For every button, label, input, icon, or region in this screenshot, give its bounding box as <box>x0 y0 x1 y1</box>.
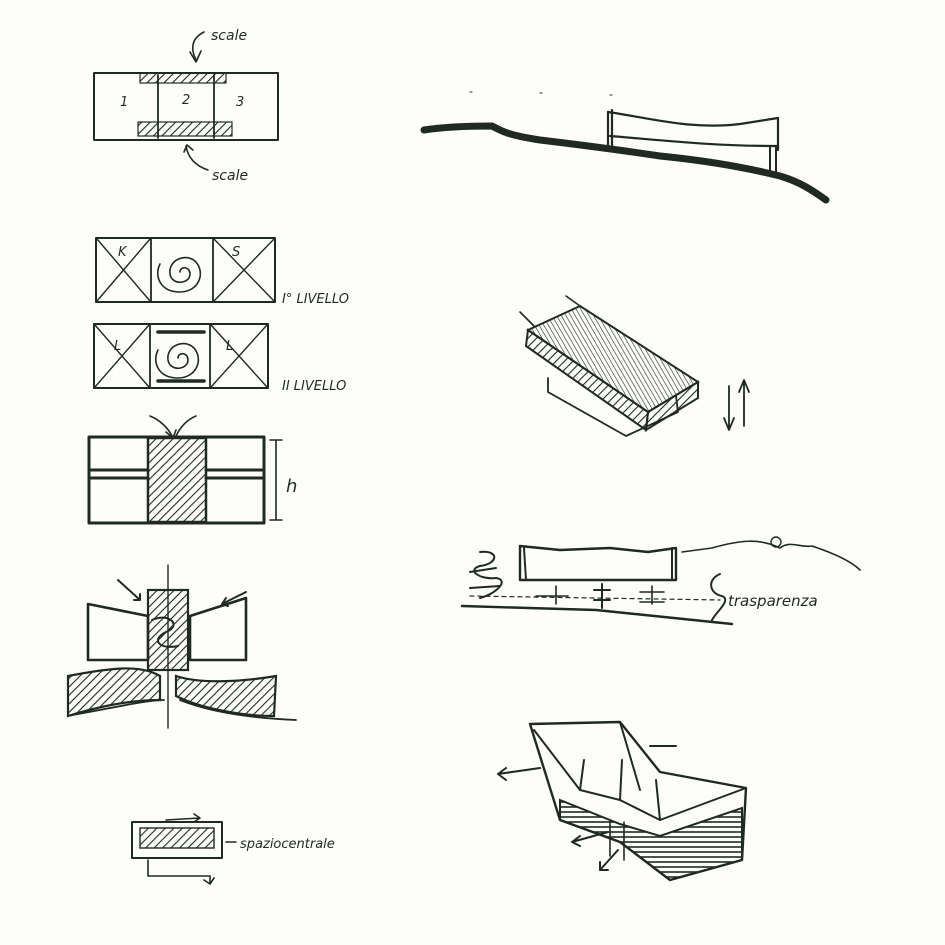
bottom-stair-hatch <box>137 121 233 137</box>
terrain-left-hatch <box>66 667 162 718</box>
level-1-label: I° LIVELLO <box>282 292 349 307</box>
central-core-hatch <box>146 588 190 672</box>
box-end-face <box>644 380 699 432</box>
plan-diagram-scale: scale scale 1 2 3 <box>93 28 279 184</box>
room-l-left-label: L <box>114 339 121 354</box>
central-space-diagram: spaziocentrale <box>131 813 335 885</box>
central-space-hatch <box>139 827 215 849</box>
central-space-label: spaziocentrale <box>240 837 335 852</box>
room-2-label: 2 <box>182 93 190 108</box>
level-1-plan: K S I° LIVELLO <box>95 237 349 307</box>
site-section-sketch <box>420 91 830 204</box>
level-2-plan: L L II LIVELLO <box>93 323 346 394</box>
room-l-right-label: L <box>226 339 233 354</box>
scale-label-bottom: scale <box>212 168 248 184</box>
room-k-label: K <box>118 245 128 260</box>
height-label: h <box>286 476 297 497</box>
room-3-label: 3 <box>236 95 244 110</box>
transparency-label: trasparenza <box>728 592 818 610</box>
transparency-section: trasparenza <box>460 536 861 626</box>
room-s-label: S <box>232 245 240 260</box>
central-void-hatch <box>146 436 208 524</box>
axonometric-volume <box>519 295 750 437</box>
section-height-diagram: h <box>87 415 297 525</box>
terrain-cross-section <box>66 564 297 729</box>
room-1-label: 1 <box>120 95 128 110</box>
folded-volume-facade-lines <box>559 798 743 882</box>
scale-label-top: scale <box>211 28 247 44</box>
top-stair-hatch <box>139 72 227 84</box>
folded-volume-axonometric <box>497 720 748 882</box>
level-2-label: II LIVELLO <box>282 379 346 394</box>
terrain-right-hatch <box>174 674 278 718</box>
